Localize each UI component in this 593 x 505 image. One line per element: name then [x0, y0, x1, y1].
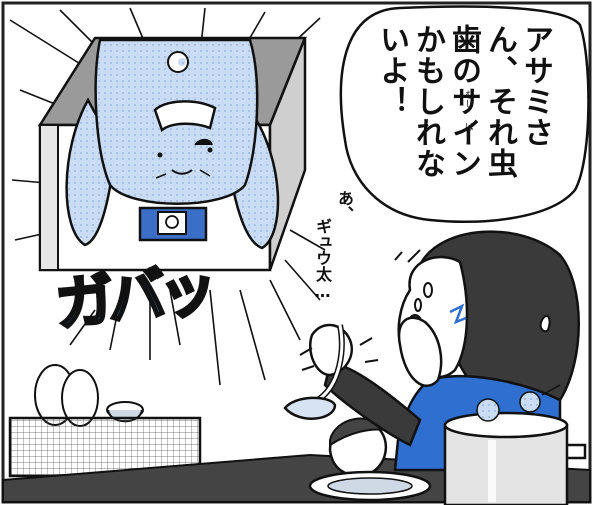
- speech-line-1: アサミさん、: [482, 24, 553, 148]
- ladle: [283, 324, 345, 420]
- woman: [309, 230, 580, 472]
- ruby-ba: ば: [463, 122, 473, 131]
- speech-line-4: しれないよ！: [374, 24, 445, 179]
- ruby-mushi: むし: [463, 90, 473, 108]
- steaming-pot: [443, 384, 587, 505]
- speech-bubble: [339, 5, 590, 223]
- mumble-line-2: ギュウ太…: [313, 218, 332, 301]
- surprise-marks: [299, 249, 421, 371]
- speech-text: アサミさん、それ虫歯のサインかもしれないよ！: [373, 24, 553, 204]
- sfx-gaba: ガバッ: [51, 254, 216, 341]
- speech-line-3: サインかも: [410, 24, 481, 179]
- cow-mascot: [65, 38, 280, 250]
- mumble-line-1: あ、: [335, 190, 354, 222]
- speech-line-2: それ虫歯の: [446, 24, 517, 179]
